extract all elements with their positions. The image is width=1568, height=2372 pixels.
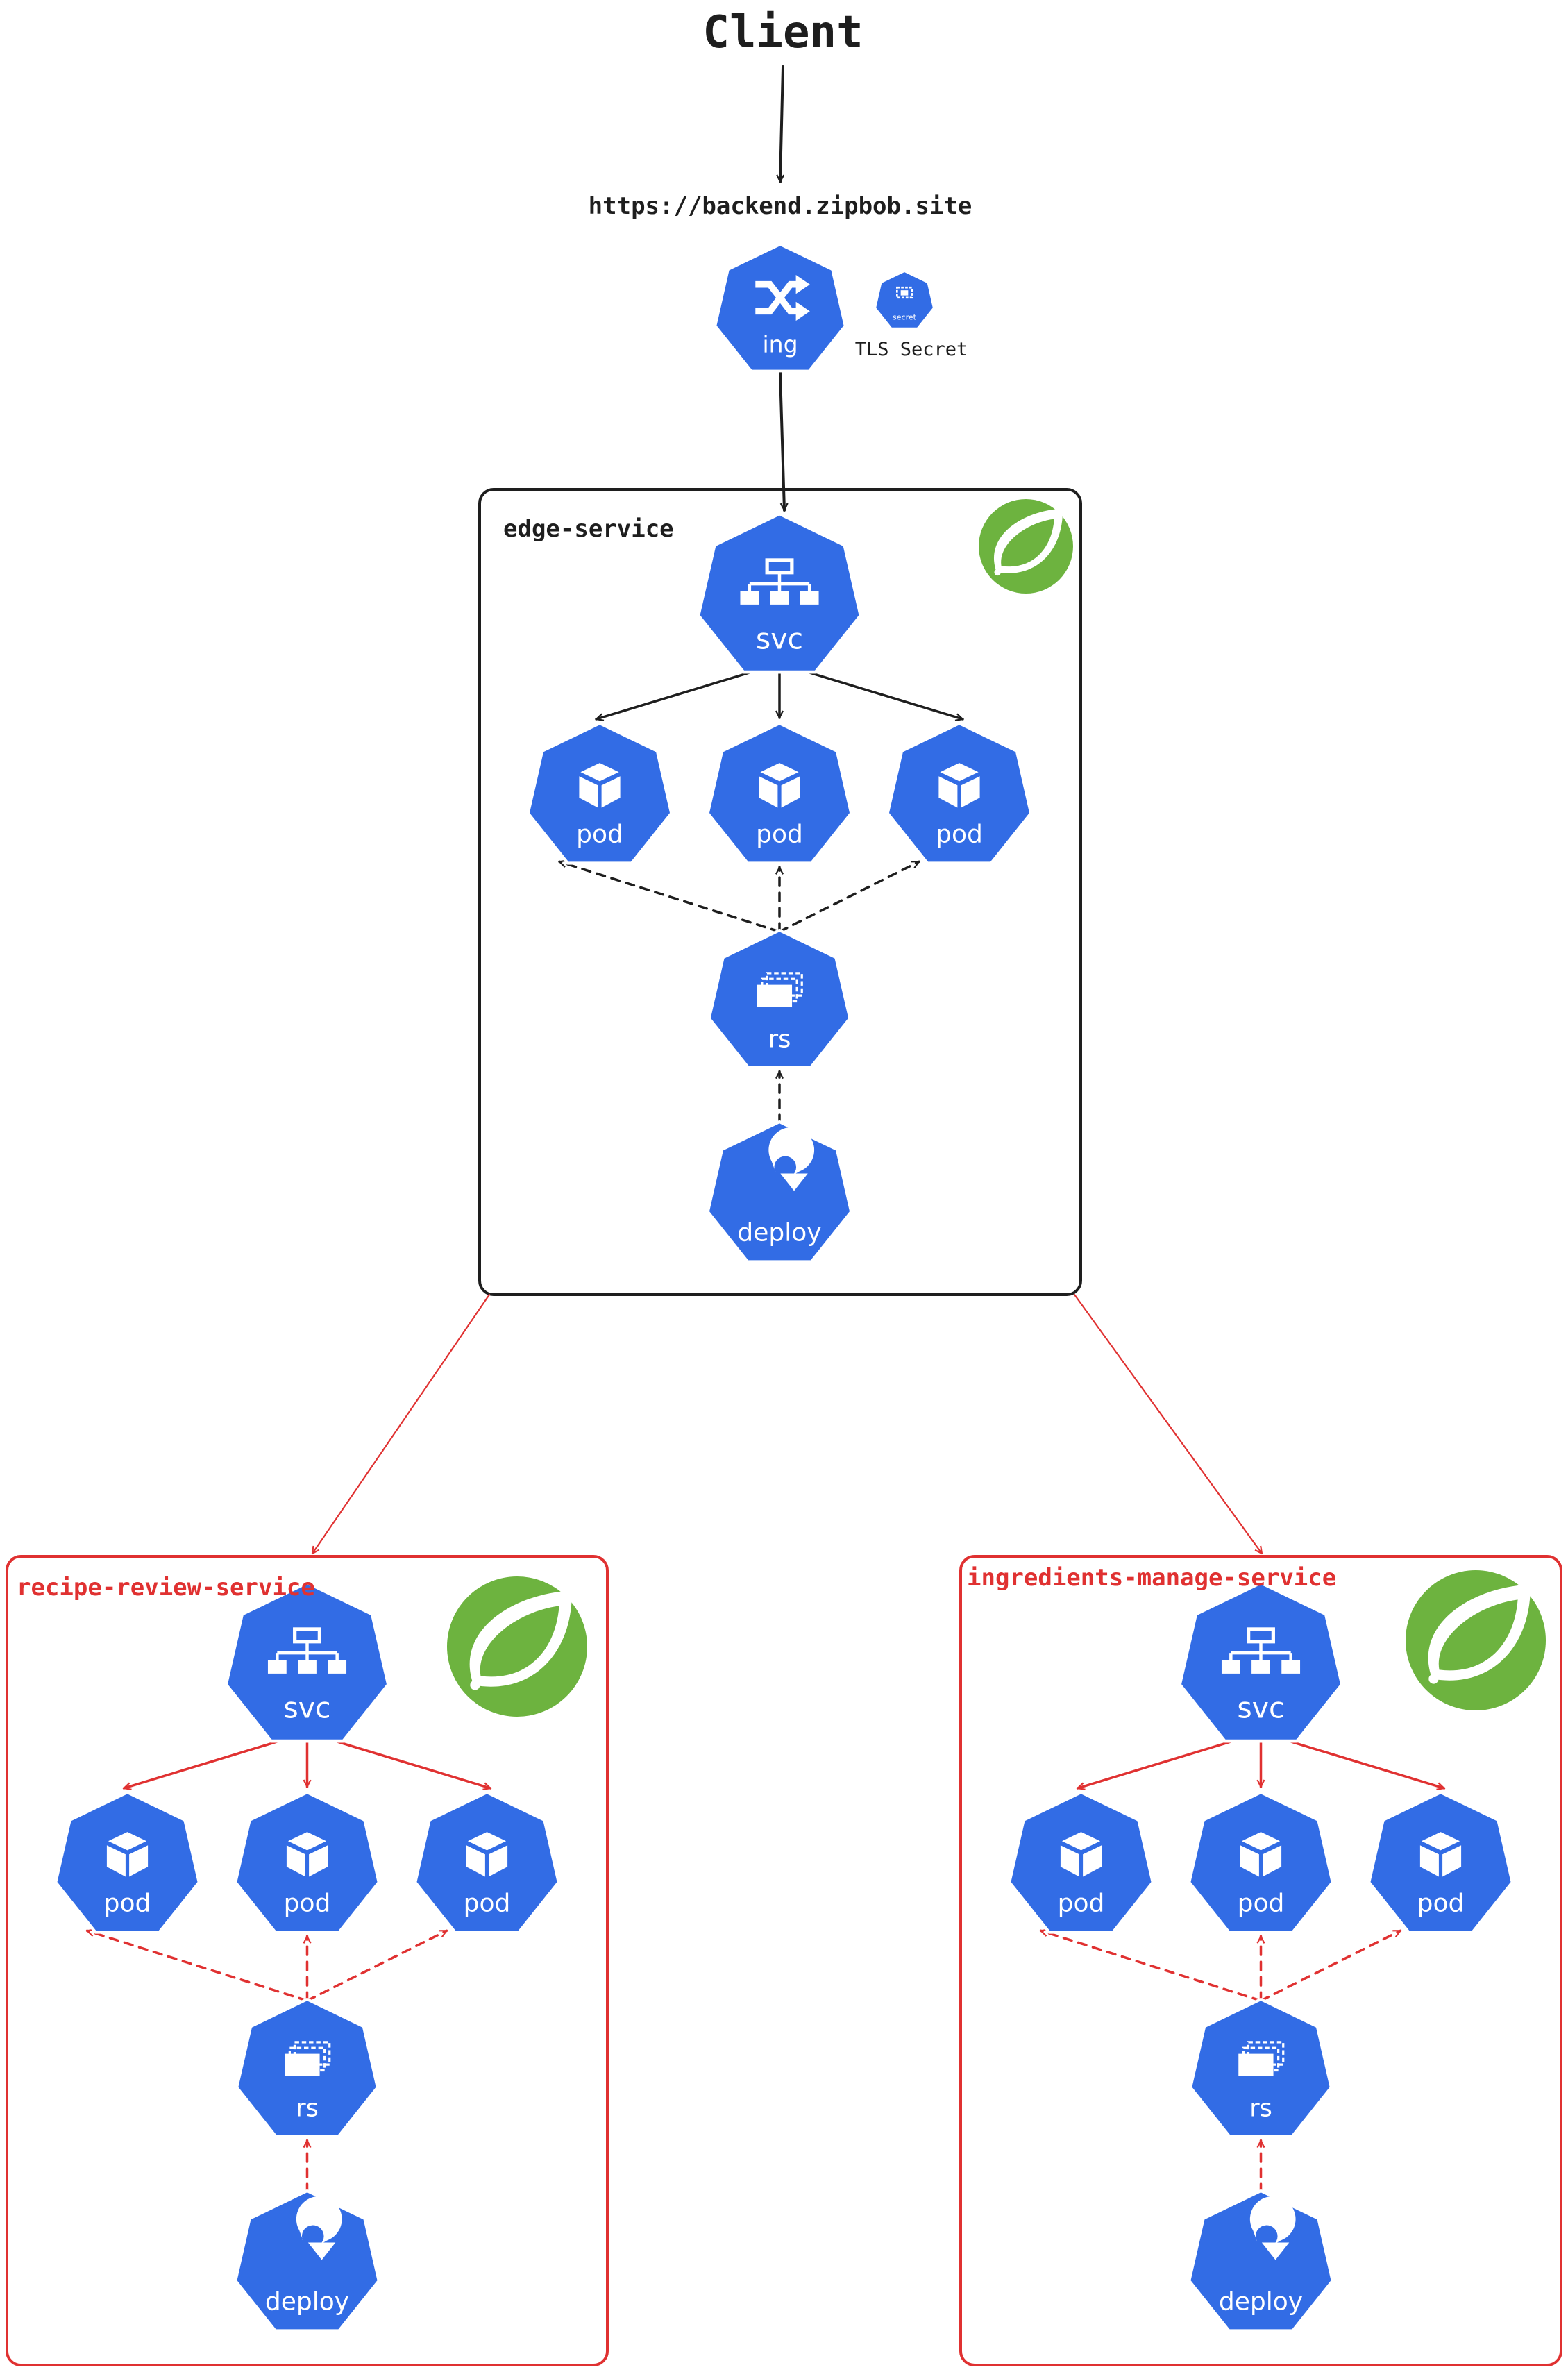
deployment-icon: deploy: [706, 1120, 853, 1263]
replicaset-icon: rs: [707, 928, 852, 1069]
edge-service-box: [478, 488, 1082, 1296]
rs-to-pod-arrow: [87, 1931, 309, 2002]
rs-to-pod-arrow: [559, 861, 781, 933]
edge-to-ingredients-manage-arrow: [1073, 1293, 1262, 1554]
ingress-to-edge-arrow: [779, 371, 784, 512]
svc-to-pod-arrow: [124, 1740, 281, 1788]
rs-to-pod-arrow: [778, 860, 919, 933]
pod-icon: pod: [54, 1790, 201, 1934]
client-to-endpoint-arrow: [780, 65, 783, 183]
pod-icon-label: pod: [756, 821, 803, 849]
rs-to-pod-arrow: [1041, 1931, 1263, 2002]
svc-icon-label: svc: [1237, 1691, 1284, 1724]
pod-icon-label: pod: [1238, 1890, 1285, 1918]
rs-to-pod-arrow: [305, 1929, 447, 2002]
ingress-icon-label: ing: [762, 331, 798, 358]
pod-icon-label: pod: [1417, 1890, 1465, 1918]
deployment-icon: deploy: [1188, 2189, 1334, 2332]
deployment-icon: deploy: [234, 2189, 380, 2332]
pod-icon: pod: [1188, 1790, 1334, 1934]
pod-icon-label: pod: [104, 1890, 151, 1918]
replicaset-icon-label: rs: [1249, 2094, 1272, 2122]
rs-to-pod-arrow: [1259, 1929, 1401, 2002]
pod-icon: pod: [414, 1790, 560, 1934]
service-name-label: ingredients-manage-service: [967, 1564, 1336, 1592]
pod-icon-label: pod: [576, 821, 623, 849]
secret-icon-label: secret: [893, 313, 917, 322]
service-name-label: recipe-review-service: [17, 1574, 315, 1601]
svc-to-pod-arrow: [1078, 1740, 1235, 1788]
pod-icon-label: pod: [1058, 1890, 1105, 1918]
pod-icon: pod: [526, 721, 673, 865]
pod-icon: pod: [234, 1790, 380, 1934]
pod-icon-label: pod: [936, 821, 983, 849]
edge-to-recipe-review-arrow: [312, 1293, 491, 1554]
pod-icon-label: pod: [284, 1890, 331, 1918]
recipe-review-service-box: [6, 1555, 609, 2366]
deployment-icon-label: deploy: [737, 1219, 821, 1247]
pod-icon: pod: [1008, 1790, 1154, 1934]
svc-icon: svc: [1178, 1581, 1344, 1743]
tls-secret-label: TLS Secret: [855, 339, 968, 360]
svc-icon-label: svc: [756, 622, 803, 655]
svc-icon: svc: [224, 1581, 390, 1743]
deployment-icon-label: deploy: [265, 2288, 349, 2316]
pod-icon-label: pod: [464, 1890, 511, 1918]
svc-to-pod-arrow: [333, 1740, 491, 1788]
spring-logo-icon: [979, 499, 1073, 594]
svc-to-pod-arrow: [806, 671, 963, 719]
replicaset-icon: rs: [235, 1997, 379, 2138]
replicaset-icon: rs: [1189, 1997, 1333, 2138]
spring-logo-icon: [1406, 1570, 1546, 1710]
ingress-icon: ing: [714, 243, 847, 373]
ingredients-manage-service-box: [959, 1555, 1562, 2366]
service-name-label: edge-service: [503, 515, 674, 543]
replicaset-icon-label: rs: [768, 1025, 791, 1053]
deployment-icon-label: deploy: [1219, 2288, 1303, 2316]
svc-icon-label: svc: [283, 1691, 330, 1724]
spring-logo-icon: [447, 1576, 587, 1717]
pod-icon: pod: [1367, 1790, 1514, 1934]
svc-to-pod-arrow: [1287, 1740, 1444, 1788]
pod-icon: pod: [886, 721, 1033, 865]
secret-icon: secret: [875, 271, 934, 329]
svc-icon: svc: [696, 512, 863, 674]
svc-to-pod-arrow: [596, 671, 753, 719]
endpoint-url: https://backend.zipbob.site: [589, 192, 972, 220]
replicaset-icon-label: rs: [296, 2094, 319, 2122]
client-label: Client: [702, 7, 863, 58]
pod-icon: pod: [706, 721, 853, 865]
